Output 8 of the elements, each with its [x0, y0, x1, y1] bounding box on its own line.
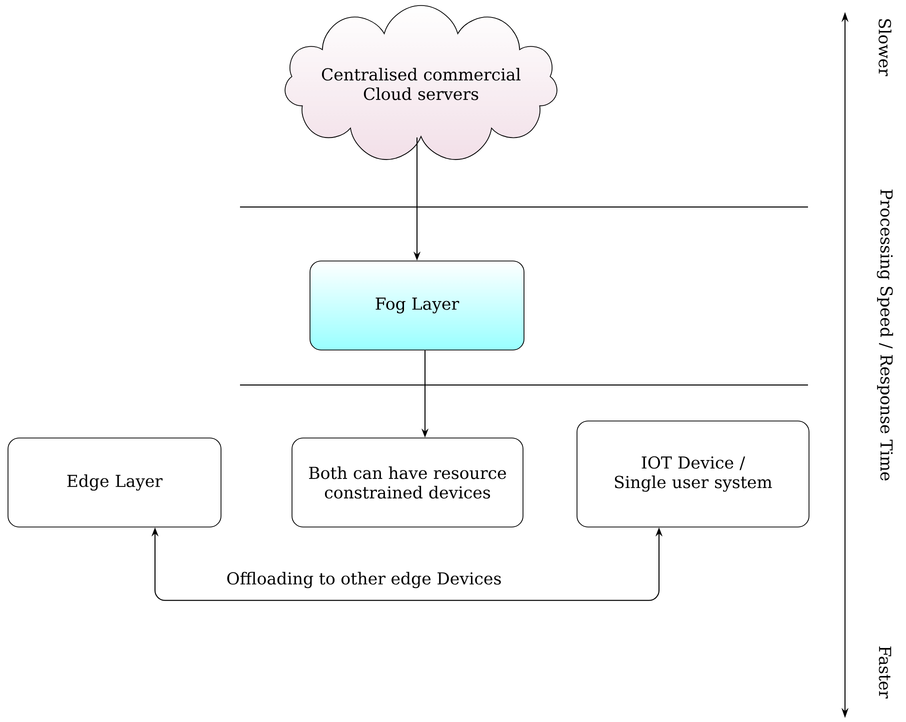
process-box: Fog Layer	[310, 260, 524, 350]
process-box: Both can have resource constrained devices	[292, 438, 524, 528]
axis-label: Processing Speed / Response Time	[876, 190, 894, 480]
axis-label: Faster	[878, 646, 892, 698]
process-box: Edge Layer	[8, 438, 222, 528]
edge-label: Offloading to other edge Devices	[225, 570, 503, 590]
axis-label: Slower	[878, 19, 892, 76]
process-box: IOT Device / Single user system	[576, 420, 810, 528]
